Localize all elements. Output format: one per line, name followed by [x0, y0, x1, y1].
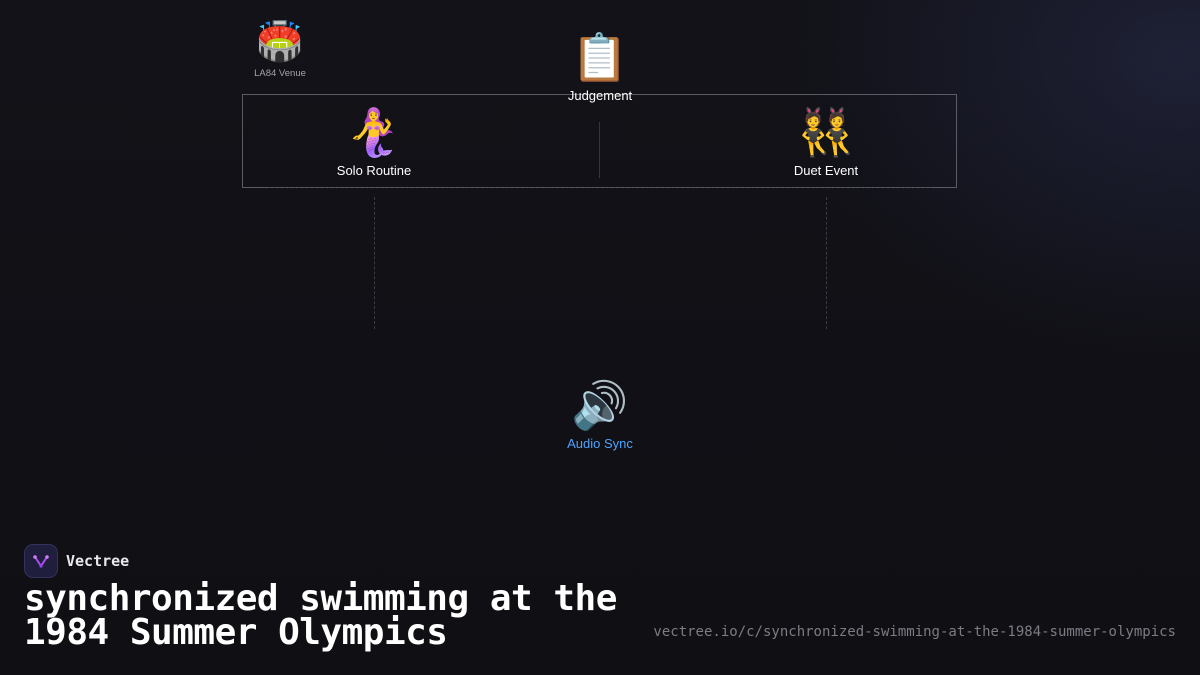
node-audio[interactable]: 🔊 Audio Sync [567, 382, 633, 451]
node-venue[interactable]: 🏟️ LA84 Venue [254, 22, 306, 79]
node-label-solo: Solo Routine [336, 163, 412, 178]
clipboard-icon: 📋 [571, 30, 629, 84]
duet-connector [826, 197, 827, 329]
vectree-logo-icon [24, 544, 58, 578]
node-judgement[interactable]: 📋 Judgement [568, 34, 632, 103]
node-label-judgement: Judgement [567, 88, 633, 103]
dashed-connector [268, 187, 932, 188]
mermaid-icon: 🧜‍♀️ [345, 105, 403, 159]
node-solo[interactable]: 🧜‍♀️ Solo Routine [337, 109, 411, 178]
page-url[interactable]: vectree.io/c/synchronized-swimming-at-th… [653, 624, 1176, 640]
node-label-audio: Audio Sync [567, 436, 633, 451]
judgement-connector [599, 122, 600, 178]
dancers-icon: 👯 [797, 105, 855, 159]
brand[interactable]: Vectree [24, 544, 129, 578]
brand-name: Vectree [66, 552, 130, 570]
speaker-icon: 🔊 [571, 378, 629, 432]
solo-connector [374, 197, 375, 329]
node-label-duet: Duet Event [793, 163, 859, 178]
node-label-venue: LA84 Venue [254, 68, 306, 79]
page-title: synchronized swimming at the 1984 Summer… [24, 578, 617, 653]
node-duet[interactable]: 👯 Duet Event [794, 109, 858, 178]
stadium-icon: 🏟️ [256, 19, 304, 63]
